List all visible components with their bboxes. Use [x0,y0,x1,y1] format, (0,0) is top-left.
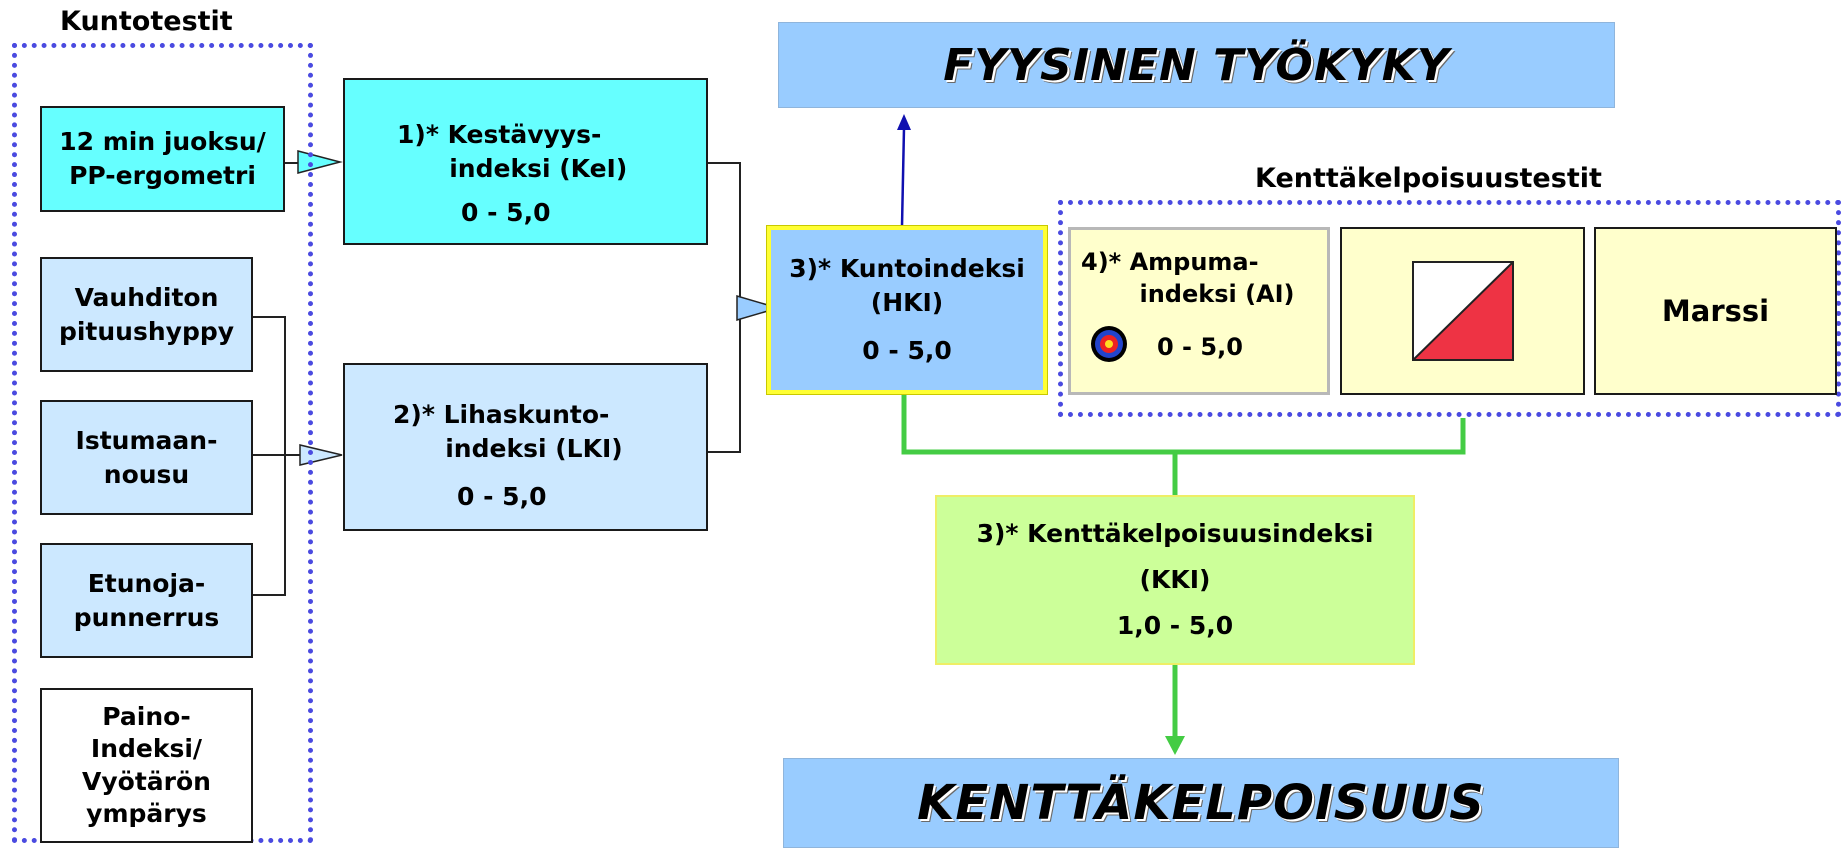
test-weight: Paino- Indeksi/ Vyötärön ympärys [40,688,253,843]
test-pushup: Etunoja- punnerrus [40,543,253,658]
hki-range: 0 - 5,0 [862,335,952,365]
arrow-to-hki [736,294,781,322]
marssi-label: Marssi [1661,294,1770,328]
test-weight-label: Paino- Indeksi/ Vyötärön ympärys [82,701,211,829]
ai-range: 0 - 5,0 [1157,333,1243,361]
hki-title: 3)* Kuntoindeksi (HKI) [789,254,1025,318]
test-run-label: 12 min juoksu/ PP-ergometri [59,127,266,190]
banner-fyysinen-tyokyky: FYYSINEN TYÖKYKY [778,22,1615,108]
green-connector [901,395,1466,455]
lki-range: 0 - 5,0 [457,481,547,511]
kei-title: 1)* Kestävyys- indeksi (KeI) [397,120,628,183]
kenttatestit-title: Kenttäkelpoisuustestit [1255,163,1602,194]
test-run: 12 min juoksu/ PP-ergometri [40,106,285,212]
banner-kenttakelpoisuus: KENTTÄKELPOISUUS [783,758,1619,848]
kenttatestit-group [1058,200,1841,417]
kki-abbr: (KKI) [1139,565,1211,595]
kki-title: 3)* Kenttäkelpoisuusindeksi [976,519,1374,549]
bracket-indices [708,162,741,453]
kki-range: 1,0 - 5,0 [1116,610,1234,640]
test-situp-label: Istumaan- nousu [75,425,218,489]
test-orienteering [1340,227,1585,395]
test-situp: Istumaan- nousu [40,400,253,515]
test-jump-label: Vauhditon pituushyppy [58,282,235,346]
banner-top-text: FYYSINEN TYÖKYKY [943,39,1450,91]
ai-title: 4)* Ampuma- indeksi (AI) [1081,248,1295,309]
test-jump: Vauhditon pituushyppy [40,257,253,372]
kuntotestit-title: Kuntotestit [60,6,233,37]
green-arrow-head [1165,736,1185,755]
index-lki: 2)* Lihaskunto- indeksi (LKI) 0 - 5,0 [343,363,708,531]
banner-bottom-text: KENTTÄKELPOISUUS [917,775,1485,831]
test-ampuma: 4)* Ampuma- indeksi (AI) 0 - 5,0 [1068,227,1330,395]
orienteering-flag-icon [1410,259,1514,361]
test-pushup-label: Etunoja- punnerrus [73,568,220,632]
index-kki: 3)* Kenttäkelpoisuusindeksi (KKI) 1,0 - … [935,495,1415,665]
kei-range: 0 - 5,0 [461,197,551,227]
lki-title: 2)* Lihaskunto- indeksi (LKI) [393,400,623,463]
index-kei: 1)* Kestävyys- indeksi (KeI) 0 - 5,0 [343,78,708,245]
test-marssi: Marssi [1594,227,1837,395]
arrow-head-up [897,114,911,130]
line-hki-up [900,127,906,227]
target-icon [1090,325,1128,363]
index-hki: 3)* Kuntoindeksi (HKI) 0 - 5,0 [766,225,1048,395]
